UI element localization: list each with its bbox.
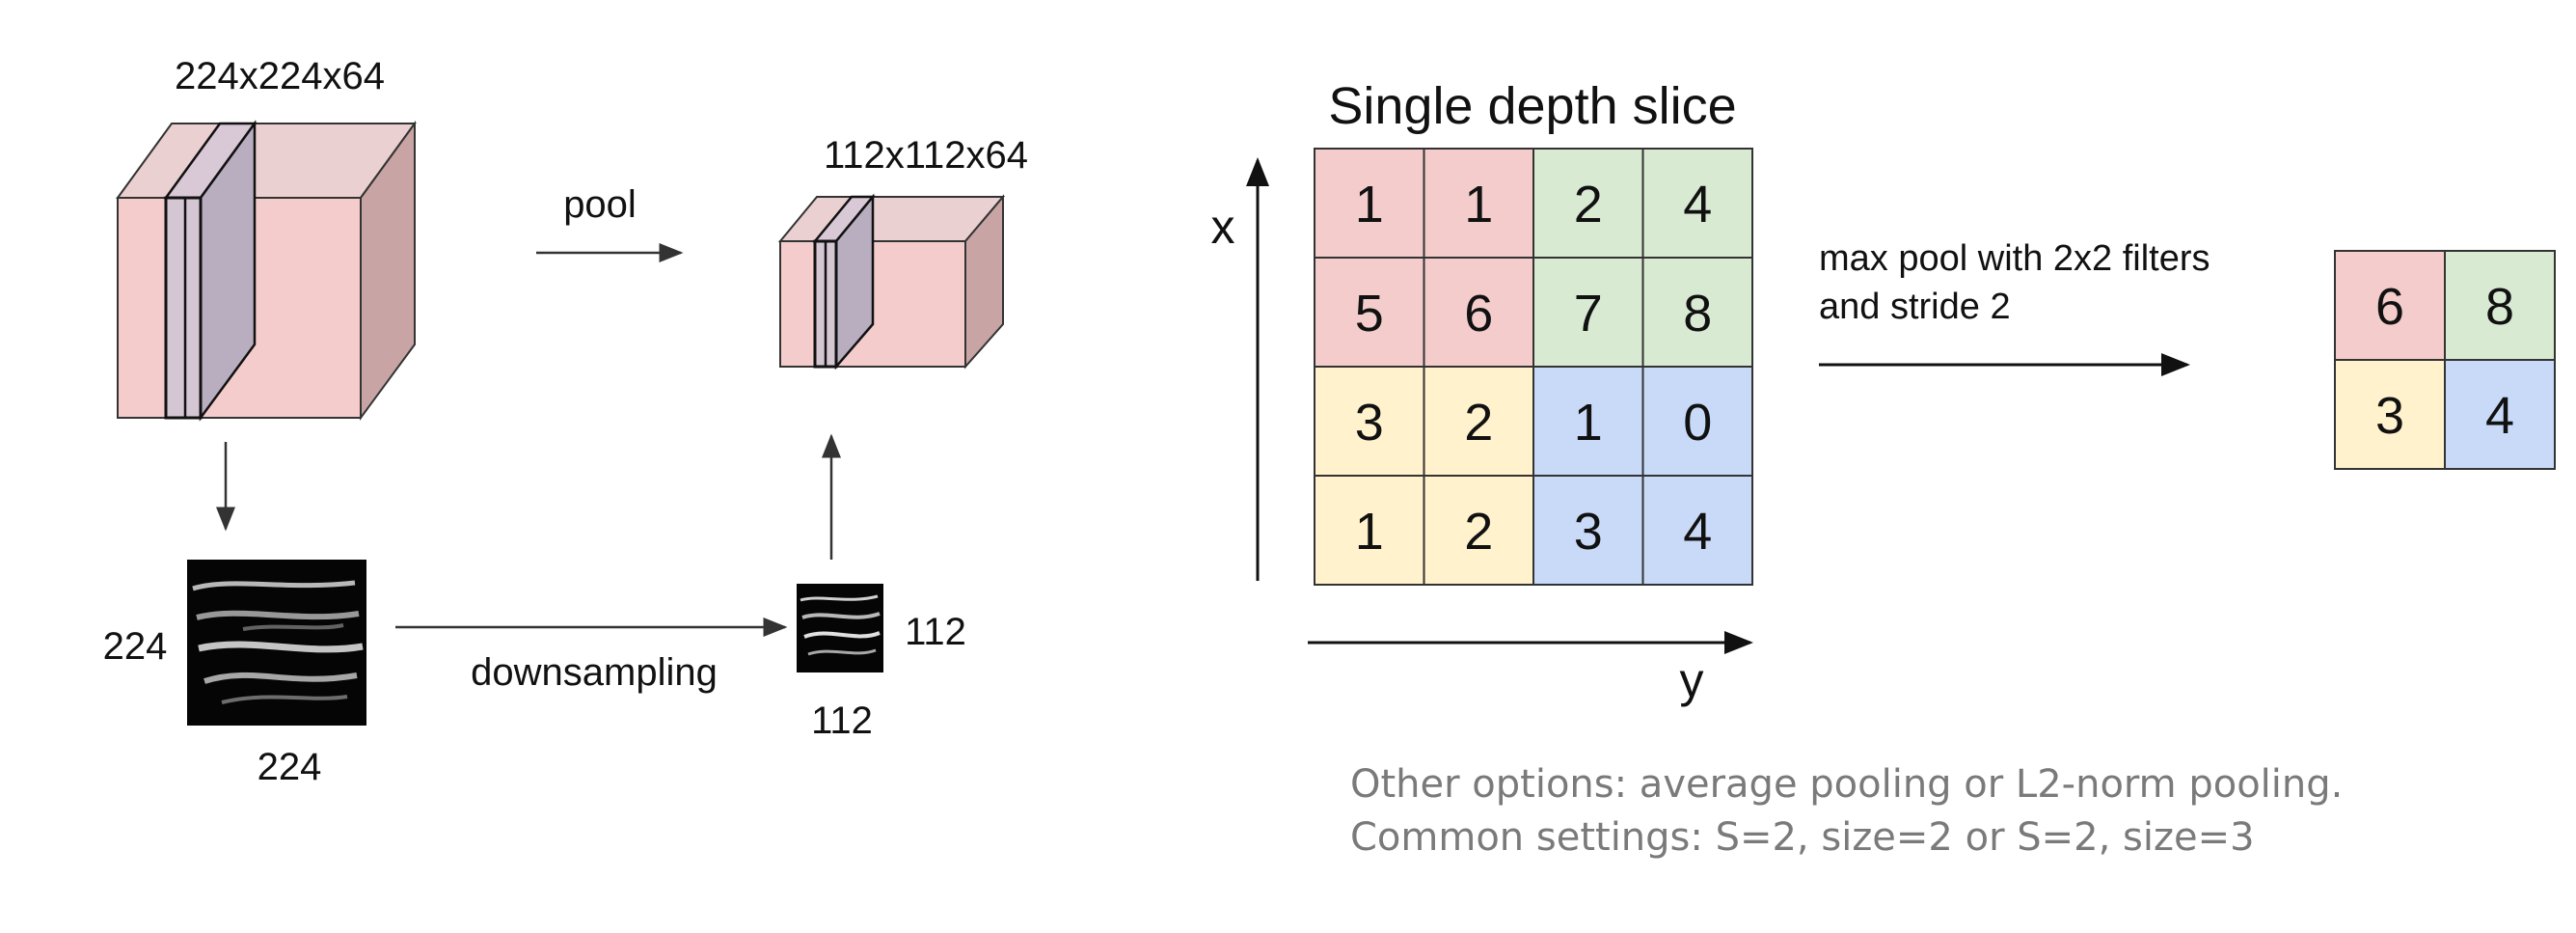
input-slice-width-label: 224 [258, 746, 322, 788]
input-grid-cell-value: 3 [1574, 503, 1603, 561]
input-slice-height-label: 224 [103, 625, 168, 668]
input-grid-cell [1314, 257, 1425, 368]
input-grid-cell-value: 1 [1355, 176, 1384, 233]
input-grid-cell-value: 8 [1683, 285, 1712, 343]
input-grid-cell-value: 1 [1464, 176, 1493, 233]
output-grid-cell-value: 8 [2485, 278, 2514, 336]
downsampling-label: downsampling [471, 651, 718, 694]
output-volume-label: 112x112x64 [824, 134, 1028, 177]
input-grid-cell-value: 0 [1683, 394, 1712, 452]
grid-title: Single depth slice [1328, 77, 1736, 135]
input-grid-cell-value: 2 [1464, 503, 1493, 561]
operation-label-line2: and stride 2 [1819, 287, 2011, 327]
input-grid-cell [1532, 257, 1644, 368]
output-slice-width-label: 112 [811, 700, 873, 742]
input-grid-cell [1423, 366, 1534, 477]
input-grid-cell [1532, 475, 1644, 586]
input-volume-label: 224x224x64 [175, 55, 385, 97]
input-grid-cell [1532, 148, 1644, 259]
input-grid-cell [1314, 475, 1425, 586]
input-grid-cell [1423, 148, 1534, 259]
input-grid-cell-value: 2 [1464, 394, 1493, 452]
input-grid-cell [1423, 257, 1534, 368]
pool-label: pool [563, 183, 637, 226]
input-grid: 1 1 2 4 5 6 7 8 3 2 1 0 1 2 3 4 [1314, 148, 1753, 586]
output-grid-cell-value: 4 [2485, 387, 2514, 445]
output-grid-cell-value: 6 [2375, 278, 2404, 336]
input-grid-cell-value: 3 [1355, 394, 1384, 452]
output-depth-slice-highlight [812, 193, 876, 370]
output-grid-cell [2334, 250, 2446, 361]
x-axis-label: x [1211, 200, 1235, 254]
output-grid-cell [2444, 359, 2556, 470]
input-grid-cell-value: 2 [1574, 176, 1603, 233]
input-grid-cell-value: 1 [1574, 394, 1603, 452]
y-axis-label: y [1680, 653, 1704, 707]
input-volume [116, 120, 417, 422]
input-grid-cell [1641, 148, 1753, 259]
input-grid-cell [1641, 366, 1753, 477]
output-grid: 6 8 3 4 [2334, 250, 2556, 470]
input-grid-cell-value: 4 [1683, 176, 1712, 233]
input-grid-cell-value: 6 [1464, 285, 1493, 343]
depth-slice-highlight [163, 120, 258, 422]
input-grid-cell-value: 4 [1683, 503, 1712, 561]
output-grid-cell-value: 3 [2375, 387, 2404, 445]
output-slice-height-label: 112 [905, 611, 966, 653]
notes-line-2: Common settings: S=2, size=2 or S=2, siz… [1350, 815, 2255, 860]
operation-label-line1: max pool with 2x2 filters [1819, 238, 2210, 279]
input-grid-cell-value: 5 [1355, 285, 1384, 343]
output-volume [777, 193, 1006, 370]
input-grid-cell [1641, 257, 1753, 368]
notes-line-1: Other options: average pooling or L2-nor… [1350, 762, 2344, 807]
input-activation-map [187, 560, 366, 726]
input-grid-cell [1314, 366, 1425, 477]
input-grid-cell-value: 7 [1574, 285, 1603, 343]
input-grid-cell-value: 1 [1355, 503, 1384, 561]
output-grid-cell [2334, 359, 2446, 470]
input-grid-cell [1641, 475, 1753, 586]
output-activation-map [797, 584, 883, 672]
